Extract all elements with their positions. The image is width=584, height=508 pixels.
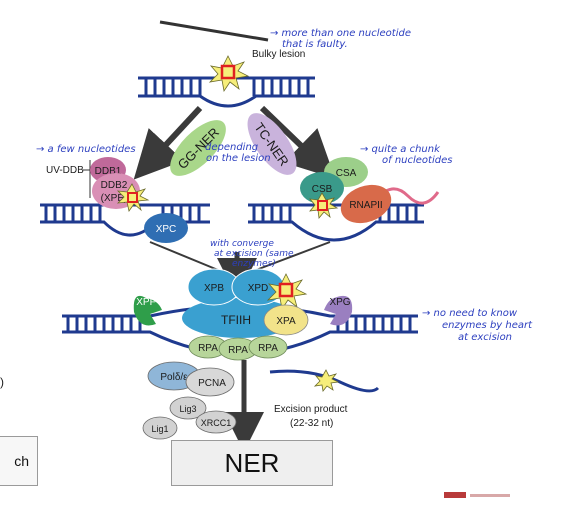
uv-ddb-label: UV-DDB [46, 165, 84, 176]
excision-size-label: (22-32 nt) [290, 418, 333, 429]
ner-box: NER [171, 440, 333, 486]
xpg-protein: XPG [324, 295, 353, 326]
rpa-label-3: RPA [258, 343, 278, 354]
dna-gg [40, 203, 210, 237]
excision-lesion-icon [313, 369, 340, 392]
xrcc1-label: XRCC1 [201, 418, 232, 428]
xpc-label: XPC [156, 224, 177, 235]
annotation-converge-1: with converge [210, 239, 274, 249]
ddb1-label: DDB1 [95, 166, 122, 177]
xpe-label: (XPE) [101, 193, 128, 204]
excision-product-label: Excision product [274, 404, 348, 415]
lig1-protein: Lig1 [142, 416, 178, 440]
excision-product-strand [269, 369, 380, 393]
tfiih-label: TFIIH [221, 313, 251, 327]
xpa-protein: XPA [263, 304, 309, 336]
pol-label: Polδ/ε [160, 372, 188, 383]
rnapii-protein: RNAPII [340, 184, 392, 224]
xpc-protein: XPC [144, 213, 188, 243]
rnapii-label: RNAPII [349, 200, 382, 211]
gg-lesion-icon [116, 183, 150, 212]
annotation-faulty-2: that is faulty. [282, 39, 348, 50]
xrcc1-protein: XRCC1 [195, 410, 237, 434]
annotation-no-need-1: → no need to know [422, 308, 518, 319]
converge-line-right [255, 241, 331, 271]
arrow-tc [259, 105, 336, 179]
university-logo [444, 492, 510, 498]
annotation-chunk-1: → quite a chunk [360, 144, 441, 155]
left-box: ch [0, 436, 38, 486]
tc-lesion-icon [309, 192, 339, 219]
xpg-label: XPG [329, 297, 350, 308]
annotation-faulty-1: → more than one nucleotide [270, 28, 411, 39]
rpa-proteins: RPA RPA RPA [188, 335, 288, 361]
arrow-gg [133, 105, 203, 180]
csb-label: CSB [312, 184, 333, 195]
pcna-protein: PCNA [185, 367, 235, 397]
lig3-label: Lig3 [179, 404, 196, 414]
pcna-label: PCNA [198, 378, 226, 389]
xpd-label: XPD [248, 283, 269, 294]
csb-protein: CSB [300, 172, 344, 204]
converge-line-left [149, 241, 219, 271]
annotation-few-nucleotides: → a few nucleotides [36, 144, 136, 155]
rpa-label-1: RPA [198, 343, 218, 354]
lig3-protein: Lig3 [169, 396, 207, 420]
annotation-depending-1: depending [205, 142, 258, 153]
dna-tc [248, 203, 424, 242]
bulky-lesion-icon [208, 55, 250, 93]
xpb-label: XPB [204, 283, 224, 294]
annotation-depending-2: on the lesion [206, 153, 271, 164]
ddb2-label: DDB2 [101, 180, 128, 191]
dna-top [138, 76, 315, 108]
annotation-no-need-2: enzymes by heart [442, 320, 533, 331]
bulky-lesion-label: Bulky lesion [252, 49, 305, 60]
pointer-line [159, 20, 269, 42]
rpa-label-2: RPA [228, 345, 248, 356]
xpf-label: XPF [136, 297, 155, 308]
left-fragment: ) [0, 375, 4, 389]
annotation-converge-2: at excision (same [214, 249, 294, 259]
annotation-converge-3: enzymes) [232, 259, 276, 269]
lig1-label: Lig1 [151, 424, 168, 434]
xpa-label: XPA [276, 316, 296, 327]
annotation-no-need-3: at excision [458, 332, 512, 343]
annotation-chunk-2: of nucleotides [382, 155, 452, 166]
xpf-protein: XPF [133, 295, 162, 326]
ex-lesion-icon [266, 273, 308, 311]
csa-label: CSA [336, 168, 357, 179]
